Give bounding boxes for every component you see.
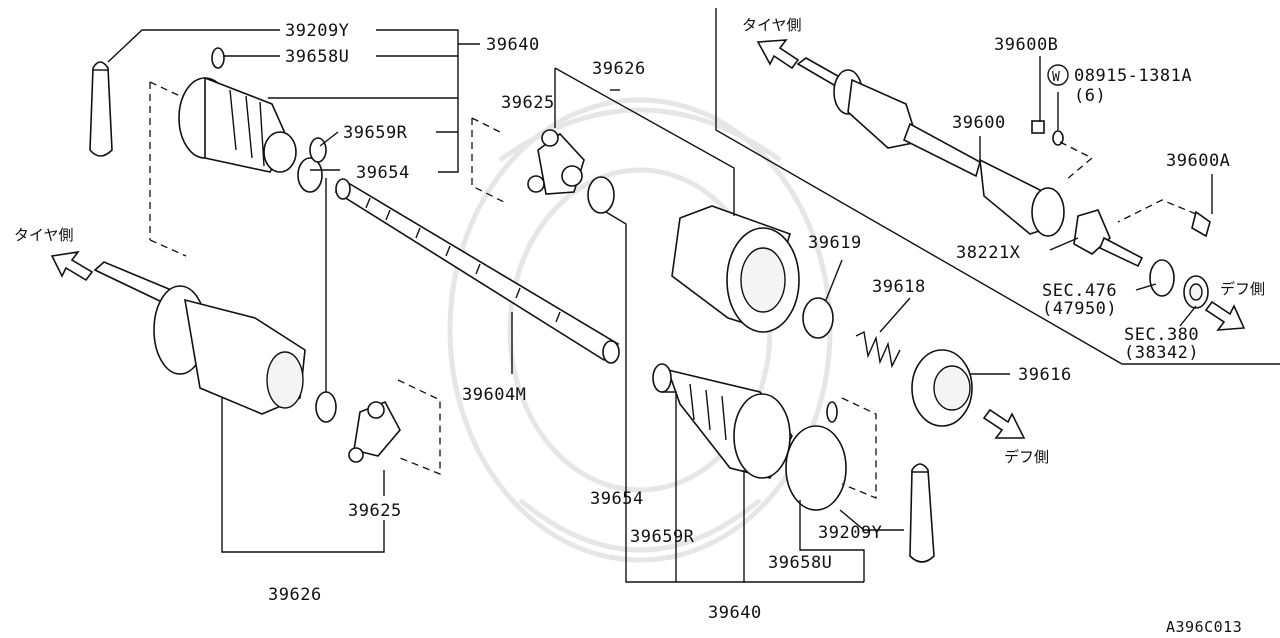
- spring-39618: [855, 330, 901, 369]
- outer-joint-left: [93, 261, 306, 415]
- band-39658U-bottom: [785, 401, 847, 511]
- label-39658U-top: 39658U: [285, 47, 349, 67]
- boot-middle: [652, 363, 793, 479]
- w-symbol-text: W: [1052, 70, 1060, 85]
- label-39600B: 39600B: [994, 35, 1058, 55]
- tripod-39625-upper: [527, 129, 585, 195]
- dashed-group-lower-tripod: [397, 379, 441, 475]
- bolt-39600A: [1117, 199, 1211, 238]
- washer-39654-upper: [587, 176, 615, 214]
- label-39659R-top: 39659R: [343, 123, 408, 143]
- label-39640-bottom: 39640: [708, 603, 762, 623]
- dashed-bolt-lead: [1059, 141, 1094, 181]
- label-39209Y-top: 39209Y: [285, 21, 349, 41]
- label-39625-top: 39625: [501, 93, 555, 113]
- label-39604M: 39604M: [462, 385, 526, 405]
- label-39659R-mid: 39659R: [630, 527, 695, 547]
- bushing-39619: [802, 297, 834, 339]
- label-39618: 39618: [872, 277, 926, 297]
- panel-border: [715, 8, 1280, 365]
- label-39654-mid: 39654: [590, 489, 644, 509]
- dashed-group-bottom-band: [841, 397, 877, 499]
- leader-lines: [107, 29, 1213, 583]
- washer-39654-left: [315, 391, 337, 423]
- label-sec476-sub: (47950): [1042, 299, 1117, 319]
- label-tire-side-left: タイヤ側: [14, 226, 74, 244]
- label-39625-bottom: 39625: [348, 501, 402, 521]
- outlined-arrow-down-right-icon: [1204, 300, 1246, 331]
- label-39640-top: 39640: [486, 35, 540, 55]
- label-diff-side-right: デフ側: [1220, 280, 1265, 298]
- label-39616: 39616: [1018, 365, 1072, 385]
- grease-tube-bottom: [909, 463, 935, 563]
- label-39209Y-bottom: 39209Y: [818, 523, 882, 543]
- spring-seat-39616: [911, 349, 973, 427]
- label-sec380-sub: (38342): [1124, 343, 1199, 363]
- label-39658U-bottom: 39658U: [768, 553, 832, 573]
- inner-joint-housing: [671, 205, 800, 333]
- label-38221X: 38221X: [956, 243, 1021, 263]
- dashed-group-top-left: [149, 81, 187, 257]
- outlined-arrow-down-right-icon: [982, 408, 1026, 439]
- label-39626-bottom: 39626: [268, 585, 322, 605]
- boot-top: [178, 47, 297, 173]
- label-39600A: 39600A: [1166, 151, 1230, 171]
- sec380-seal: [1183, 275, 1209, 309]
- grease-tube-top: [89, 61, 113, 157]
- washer-w-symbol: W: [1047, 64, 1069, 86]
- shaft-39604M: [334, 178, 620, 364]
- drive-shaft-39600: [796, 57, 1144, 268]
- band-39659R-top: [297, 137, 327, 193]
- label-39619: 39619: [808, 233, 862, 253]
- dashed-group-upper-tripod: [471, 117, 505, 203]
- outlined-arrow-up-left-icon: [756, 39, 800, 70]
- label-39600: 39600: [952, 113, 1006, 133]
- label-08915-1381A: 08915-1381A: [1074, 66, 1192, 86]
- sec476-ring: [1149, 259, 1175, 297]
- nut-39600B: [1031, 120, 1064, 146]
- label-08915-qty: (6): [1074, 86, 1106, 106]
- label-sec476: SEC.476: [1042, 281, 1117, 301]
- label-tire-side-top: タイヤ側: [742, 16, 802, 34]
- label-diff-side-bottom: デフ側: [1004, 448, 1049, 466]
- label-sec380: SEC.380: [1124, 325, 1199, 345]
- label-39654-top: 39654: [356, 163, 410, 183]
- diagram-id: A396C013: [1166, 618, 1242, 636]
- tripod-39625-lower: [348, 400, 401, 463]
- outlined-arrow-up-left-icon: [50, 250, 94, 282]
- label-39626-top: 39626: [592, 59, 646, 79]
